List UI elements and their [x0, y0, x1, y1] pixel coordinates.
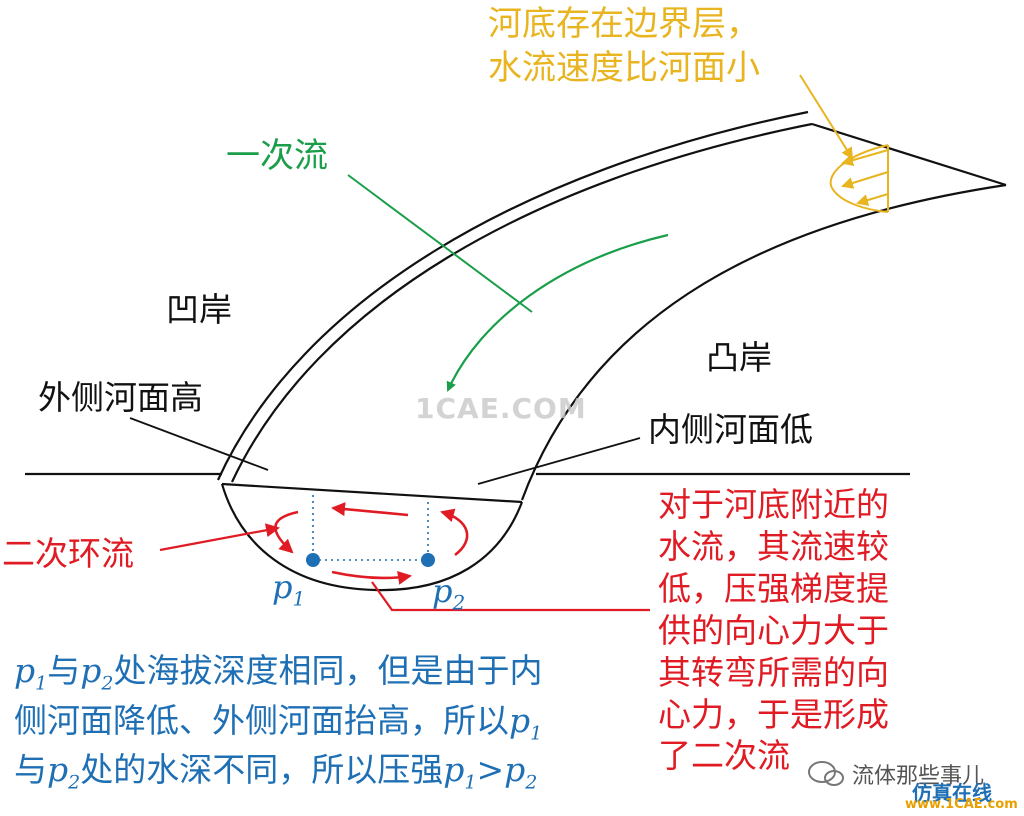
secondary-flow-label: 二次环流: [2, 534, 134, 573]
boundary-layer-label-line2: 水流速度比河面小: [488, 48, 760, 88]
primary-flow-arrow: [446, 233, 669, 392]
point-p2: [421, 553, 435, 567]
red-explanation-line: 水流，其流速较: [658, 526, 889, 566]
primary-flow-label: 一次流: [226, 136, 328, 176]
red-explanation-line: 心力，于是形成: [658, 694, 889, 734]
velocity-arrow-1: [841, 149, 889, 166]
blue-explanation-line3: 与p2处的水深不同，所以压强p1>p2: [14, 750, 538, 794]
red-explanation-line: 低，压强梯度提: [658, 568, 889, 608]
velocity-profile-curve: [829, 144, 889, 213]
red-explanation: 对于河底附近的 水流，其流速较 低，压强梯度提 供的向心力大于 其转弯所需的向 …: [658, 484, 889, 777]
concave-bank-outer: [216, 110, 809, 481]
far-edge: [811, 122, 1007, 187]
blue-explanation-line2: 侧河面降低、外侧河面抬高，所以p1: [14, 700, 543, 745]
secondary-arrow-top: [331, 502, 409, 517]
boundary-leader: [799, 74, 854, 160]
convex-bank-label: 凸岸: [706, 338, 772, 377]
water-surface: [221, 482, 523, 504]
boundary-layer-label-line1: 河底存在边界层，: [488, 4, 760, 44]
red-explanation-line: 供的向心力大于: [658, 610, 889, 650]
red-explanation-line: 对于河底附近的: [658, 485, 889, 524]
primary-flow-leader: [347, 174, 533, 313]
site-logo-top: 仿真在线: [912, 781, 992, 805]
p2-label: p2: [432, 572, 466, 615]
concave-bank-label: 凹岸: [166, 290, 232, 329]
secondary-flow-leader: [159, 523, 280, 552]
velocity-arrow-2: [841, 171, 889, 189]
wechat-watermark: 流体那些事儿: [852, 764, 985, 789]
secondary-arrow-left: [274, 510, 299, 554]
concave-bank-inner: [231, 122, 813, 483]
inner-low-leader: [477, 437, 641, 485]
explanation-leader: [371, 581, 650, 612]
wechat-logo-icon-small: [824, 770, 844, 786]
p1-label: p1: [272, 568, 306, 611]
red-explanation-line: 了二次流: [658, 736, 790, 776]
point-p1: [306, 553, 320, 567]
velocity-arrow-3: [856, 193, 889, 206]
red-explanation-line: 其转弯所需的向: [658, 652, 889, 692]
blue-explanation-line1: p1与p2处海拔深度相同，但是由于内: [14, 651, 543, 695]
outer-high-label: 外侧河面高: [38, 378, 203, 417]
blue-explanation: p1与p2处海拔深度相同，但是由于内 侧河面降低、外侧河面抬高，所以p1 与p2…: [14, 648, 542, 797]
inner-low-label: 内侧河面低: [648, 410, 813, 449]
secondary-arrow-right: [440, 508, 469, 557]
secondary-arrow-bottom: [331, 570, 412, 585]
site-logo-bottom: www.1CAE.com: [905, 797, 1018, 812]
convex-bank: [520, 183, 1007, 501]
outer-high-leader: [129, 417, 269, 471]
channel-cross-section: [220, 483, 524, 592]
center-watermark: 1CAE.COM: [415, 392, 587, 425]
